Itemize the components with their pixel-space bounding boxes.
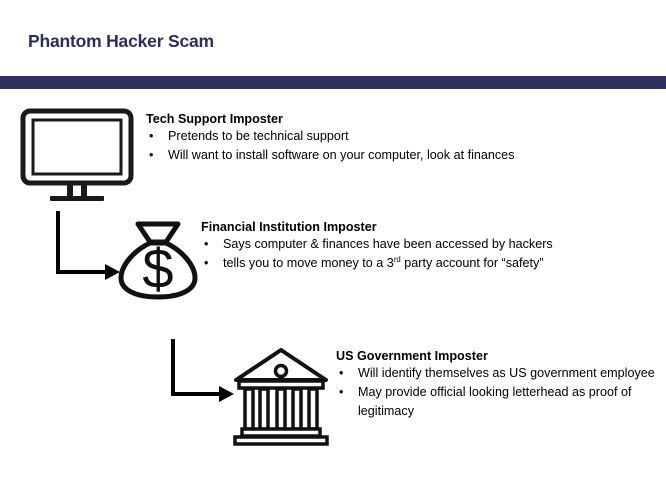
list-item-label: Will identify themselves as US governmen… [358,366,655,380]
list-item: • Will want to install software on your … [146,146,646,165]
section-heading-us-government: US Government Imposter [336,349,488,363]
arrow-monitor-to-moneybag-icon [48,207,128,290]
list-item: • tells you to move money to a 3rd party… [201,254,651,273]
bullet-glyph: • [339,366,344,380]
page-title: Phantom Hacker Scam [28,31,214,51]
bullet-list-us-government: • Will identify themselves as US governm… [336,364,656,421]
section-heading-financial-institution: Financial Institution Imposter [201,220,377,234]
section-financial-institution: Financial Institution Imposter • Says co… [201,219,651,273]
list-item-label: May provide official looking letterhead … [358,385,632,418]
list-item: • Pretends to be technical support [146,127,646,146]
list-item: • Will identify themselves as US governm… [336,364,656,383]
bullet-glyph: • [339,385,344,399]
bullet-glyph: • [149,148,154,162]
bullet-glyph: • [204,237,209,251]
section-us-government: US Government Imposter • Will identify t… [336,348,656,421]
list-item-label: Says computer & finances have been acces… [223,237,553,251]
list-item: • Says computer & finances have been acc… [201,235,651,254]
section-heading-tech-support: Tech Support Imposter [146,112,283,126]
list-item-label: Pretends to be technical support [168,129,349,143]
bullet-glyph: • [149,129,154,143]
svg-text:$: $ [142,237,173,300]
list-item-label: Will want to install software on your co… [168,148,515,162]
money-bag-icon: $ [117,218,199,305]
bullet-list-tech-support: • Pretends to be technical support • Wil… [146,127,646,165]
list-item: • May provide official looking letterhea… [336,383,656,421]
bullet-list-financial-institution: • Says computer & finances have been acc… [201,235,651,273]
arrow-moneybag-to-bank-icon [164,333,244,416]
section-tech-support: Tech Support Imposter • Pretends to be t… [146,111,646,165]
bullet-glyph: • [204,256,209,270]
title-divider-bar [0,76,666,89]
list-item-label: tells you to move money to a 3rd party a… [223,254,544,270]
computer-monitor-icon [20,108,134,208]
bank-building-icon [232,347,330,452]
